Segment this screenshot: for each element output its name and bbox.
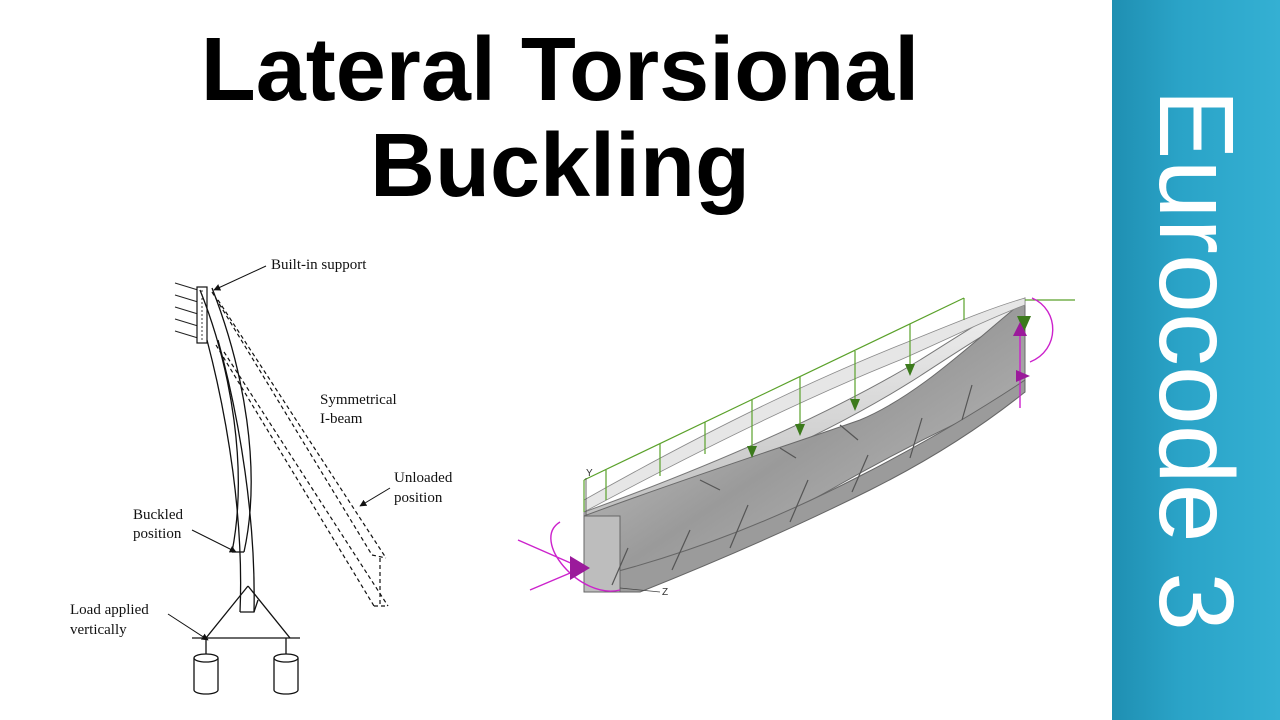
label-symmetrical: Symmetrical: [320, 392, 397, 408]
weight-left: [193, 653, 219, 695]
label-i-beam: I-beam: [320, 411, 363, 427]
sidebar-title: Eurocode 3: [1137, 88, 1255, 632]
label-buckled-position: position: [133, 526, 182, 542]
axis-z-line: [619, 587, 661, 593]
label-unloaded: Unloaded: [394, 470, 453, 486]
sidebar-banner: Eurocode 3: [1112, 0, 1280, 720]
distributed-load: [583, 297, 1075, 512]
beam-bottom-flange: [583, 379, 1026, 593]
load-hanger: [192, 585, 300, 656]
wall-hatch: [174, 282, 199, 339]
beam-upper-band: [583, 297, 1026, 513]
beam-3d-model: Y Z: [517, 297, 1075, 598]
label-buckled: Buckled: [133, 507, 183, 523]
load-arrows: [747, 316, 1031, 458]
buckled-beam: [199, 287, 259, 613]
label-vertically: vertically: [70, 622, 127, 638]
support-leader: [213, 265, 267, 291]
unloaded-beam: [211, 291, 389, 607]
axis-y-label: Y: [586, 468, 593, 479]
axis-z-label: Z: [662, 587, 668, 598]
weight-right: [273, 653, 299, 695]
title-line-1: Lateral Torsional: [200, 20, 920, 120]
label-load-applied: Load applied: [70, 602, 149, 618]
load-leader: [167, 613, 209, 641]
figure-canvas: Built-in support Symmetrical I-beam Unlo…: [70, 257, 1075, 695]
beam-mesh-lines: [611, 384, 973, 586]
unloaded-leader: [359, 487, 391, 507]
buckled-leader: [191, 529, 237, 553]
buckling-line-diagram: Built-in support Symmetrical I-beam Unlo…: [70, 257, 453, 695]
beam-end-face: [583, 515, 621, 593]
label-unloaded-position: position: [394, 490, 443, 506]
support-arrows: [570, 322, 1030, 580]
page-title: Lateral Torsional Buckling: [60, 22, 1060, 214]
label-built-in-support: Built-in support: [271, 257, 367, 273]
title-line-2: Buckling: [369, 116, 751, 216]
